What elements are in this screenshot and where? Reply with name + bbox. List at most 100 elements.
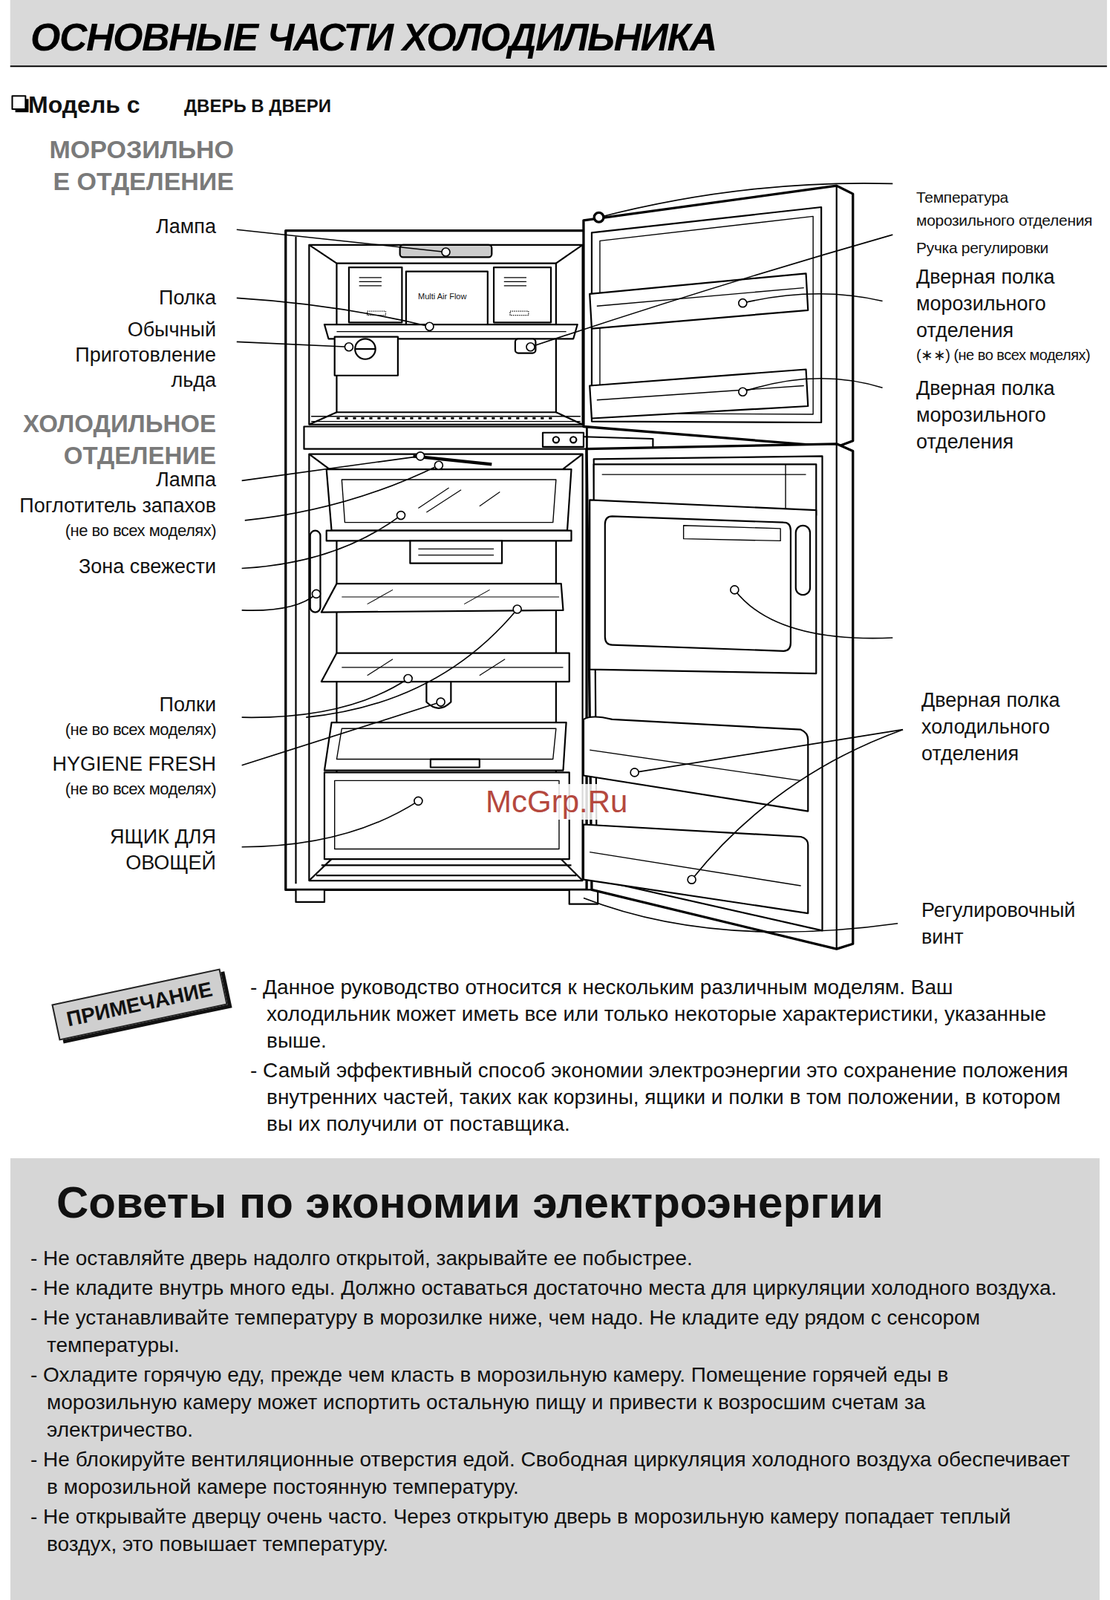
drawing-part	[242, 801, 419, 848]
drawing-part	[510, 311, 529, 315]
model-label: Модель с	[28, 90, 177, 119]
drawing-part	[308, 245, 583, 425]
note-text: - Данное руководство относится к несколь…	[250, 974, 1082, 1055]
part-label: Поглотитель запахов	[4, 493, 217, 519]
drawing-part	[436, 697, 445, 707]
drawing-part	[416, 452, 425, 461]
tip-item: - Не оставляйте дверь надолго открытой, …	[30, 1244, 1078, 1272]
drawing-part	[397, 511, 406, 520]
drawing-part	[738, 299, 747, 308]
drawing-part	[742, 294, 883, 303]
title-rule	[10, 65, 1108, 67]
drawing-part	[526, 343, 535, 352]
drawing-part	[515, 338, 536, 353]
model-name: ДВЕРЬ В ДВЕРИ	[184, 92, 332, 121]
drawing-part	[434, 461, 443, 470]
drawing-part	[605, 516, 791, 651]
part-label: Ручка регулировки	[916, 236, 1108, 260]
drawing-part	[734, 589, 893, 638]
model-note: (не во всех моделях)	[8, 718, 217, 741]
model-note: (∗∗) (не во всех моделях)	[916, 344, 1108, 366]
drawing-part	[418, 487, 500, 513]
drawing-part	[530, 234, 894, 347]
drawing-part	[583, 897, 898, 932]
drawing-part	[344, 343, 353, 352]
drawing-part	[589, 749, 801, 781]
drawing-part	[348, 267, 402, 323]
drawing-part	[418, 548, 494, 555]
drawing-part	[341, 479, 557, 523]
drawing-part	[336, 331, 566, 332]
drawing-part	[303, 426, 587, 449]
drawing-part	[630, 768, 639, 777]
drawing-part	[321, 583, 564, 612]
panel-heading: Советы по экономии электроэнергии	[56, 1176, 1078, 1230]
part-label: Регулировочный винт	[921, 896, 1108, 951]
drawing-part	[242, 515, 401, 568]
part-label: Дверная полка морозильного отделения	[916, 263, 1095, 344]
drawing-part	[553, 436, 560, 443]
drawing-part	[441, 247, 450, 257]
tip-item: - Не устанавливайте температуру в морози…	[30, 1303, 1078, 1359]
drawing-part	[367, 589, 491, 604]
page-title: ОСНОВНЫЕ ЧАСТИ ХОЛОДИЛЬНИКА	[30, 14, 717, 60]
section-heading: ХОЛОДИЛЬНОЕ ОТДЕЛЕНИЕ	[4, 407, 217, 472]
drawing-part	[354, 348, 375, 350]
drawing-part	[242, 593, 317, 611]
drawing-part	[310, 530, 321, 613]
tip-item: - Не кладите внутрь много еды. Должно ос…	[30, 1274, 1078, 1302]
drawing-part	[683, 525, 782, 542]
drawing-part	[589, 499, 816, 674]
leader-dots	[311, 213, 747, 884]
drawing-part	[596, 386, 805, 401]
part-label: Полка	[8, 285, 217, 311]
model-note: (не во всех моделях)	[8, 519, 217, 543]
drawing-part	[493, 267, 551, 323]
drawing-part	[403, 674, 413, 683]
drawing-part	[11, 95, 26, 110]
note-stamp: ПРИМЕЧАНИЕ	[51, 968, 228, 1041]
part-label: Зона свежести	[8, 553, 217, 580]
part-label: HYGIENE FRESH	[8, 751, 217, 777]
drawing-part	[295, 889, 324, 902]
drawing-part	[687, 875, 696, 884]
watermark: McGrp.Ru	[482, 784, 631, 820]
panel-text: Multi Air Flow	[418, 291, 485, 302]
drawing-part	[359, 277, 527, 286]
drawing-part	[242, 702, 442, 766]
part-label: ЯЩИК ДЛЯ ОВОЩЕЙ	[67, 824, 217, 877]
drawing-part	[738, 387, 747, 396]
drawing-part	[570, 436, 577, 443]
drawing-part	[341, 596, 560, 597]
drawing-part	[308, 245, 583, 425]
drawing-part	[795, 525, 811, 595]
drawing-part	[413, 455, 493, 465]
drawing-part	[583, 824, 808, 914]
drawing-part	[354, 338, 375, 359]
drawing-part	[316, 864, 577, 876]
drawing-part	[242, 678, 409, 718]
drawing-part	[305, 608, 517, 718]
drawing-part	[599, 183, 894, 218]
drawing-part	[414, 796, 423, 805]
drawing-part	[593, 212, 605, 223]
drawing-part	[242, 455, 421, 481]
drawing-part	[294, 236, 297, 884]
part-label: Лампа	[8, 467, 217, 493]
drawing-part	[594, 213, 603, 222]
part-label: Дверная полка морозильного отделения	[916, 374, 1095, 456]
part-label: Температура морозильного отделения	[916, 185, 1108, 232]
drawing-part	[236, 229, 447, 252]
drawing-part	[589, 273, 808, 329]
drawing-part	[336, 728, 556, 759]
drawing-part	[409, 540, 502, 563]
stamp-text: ПРИМЕЧАНИЕ	[64, 977, 216, 1033]
section-heading: МОРОЗИЛЬНО Е ОТДЕЛЕНИЕ	[37, 133, 234, 198]
drawing-part	[236, 297, 430, 326]
drawing-part	[513, 605, 522, 614]
drawing-part	[326, 530, 572, 542]
drawing-part	[326, 469, 572, 531]
drawing-part	[321, 653, 570, 682]
title-band	[10, 0, 1108, 66]
